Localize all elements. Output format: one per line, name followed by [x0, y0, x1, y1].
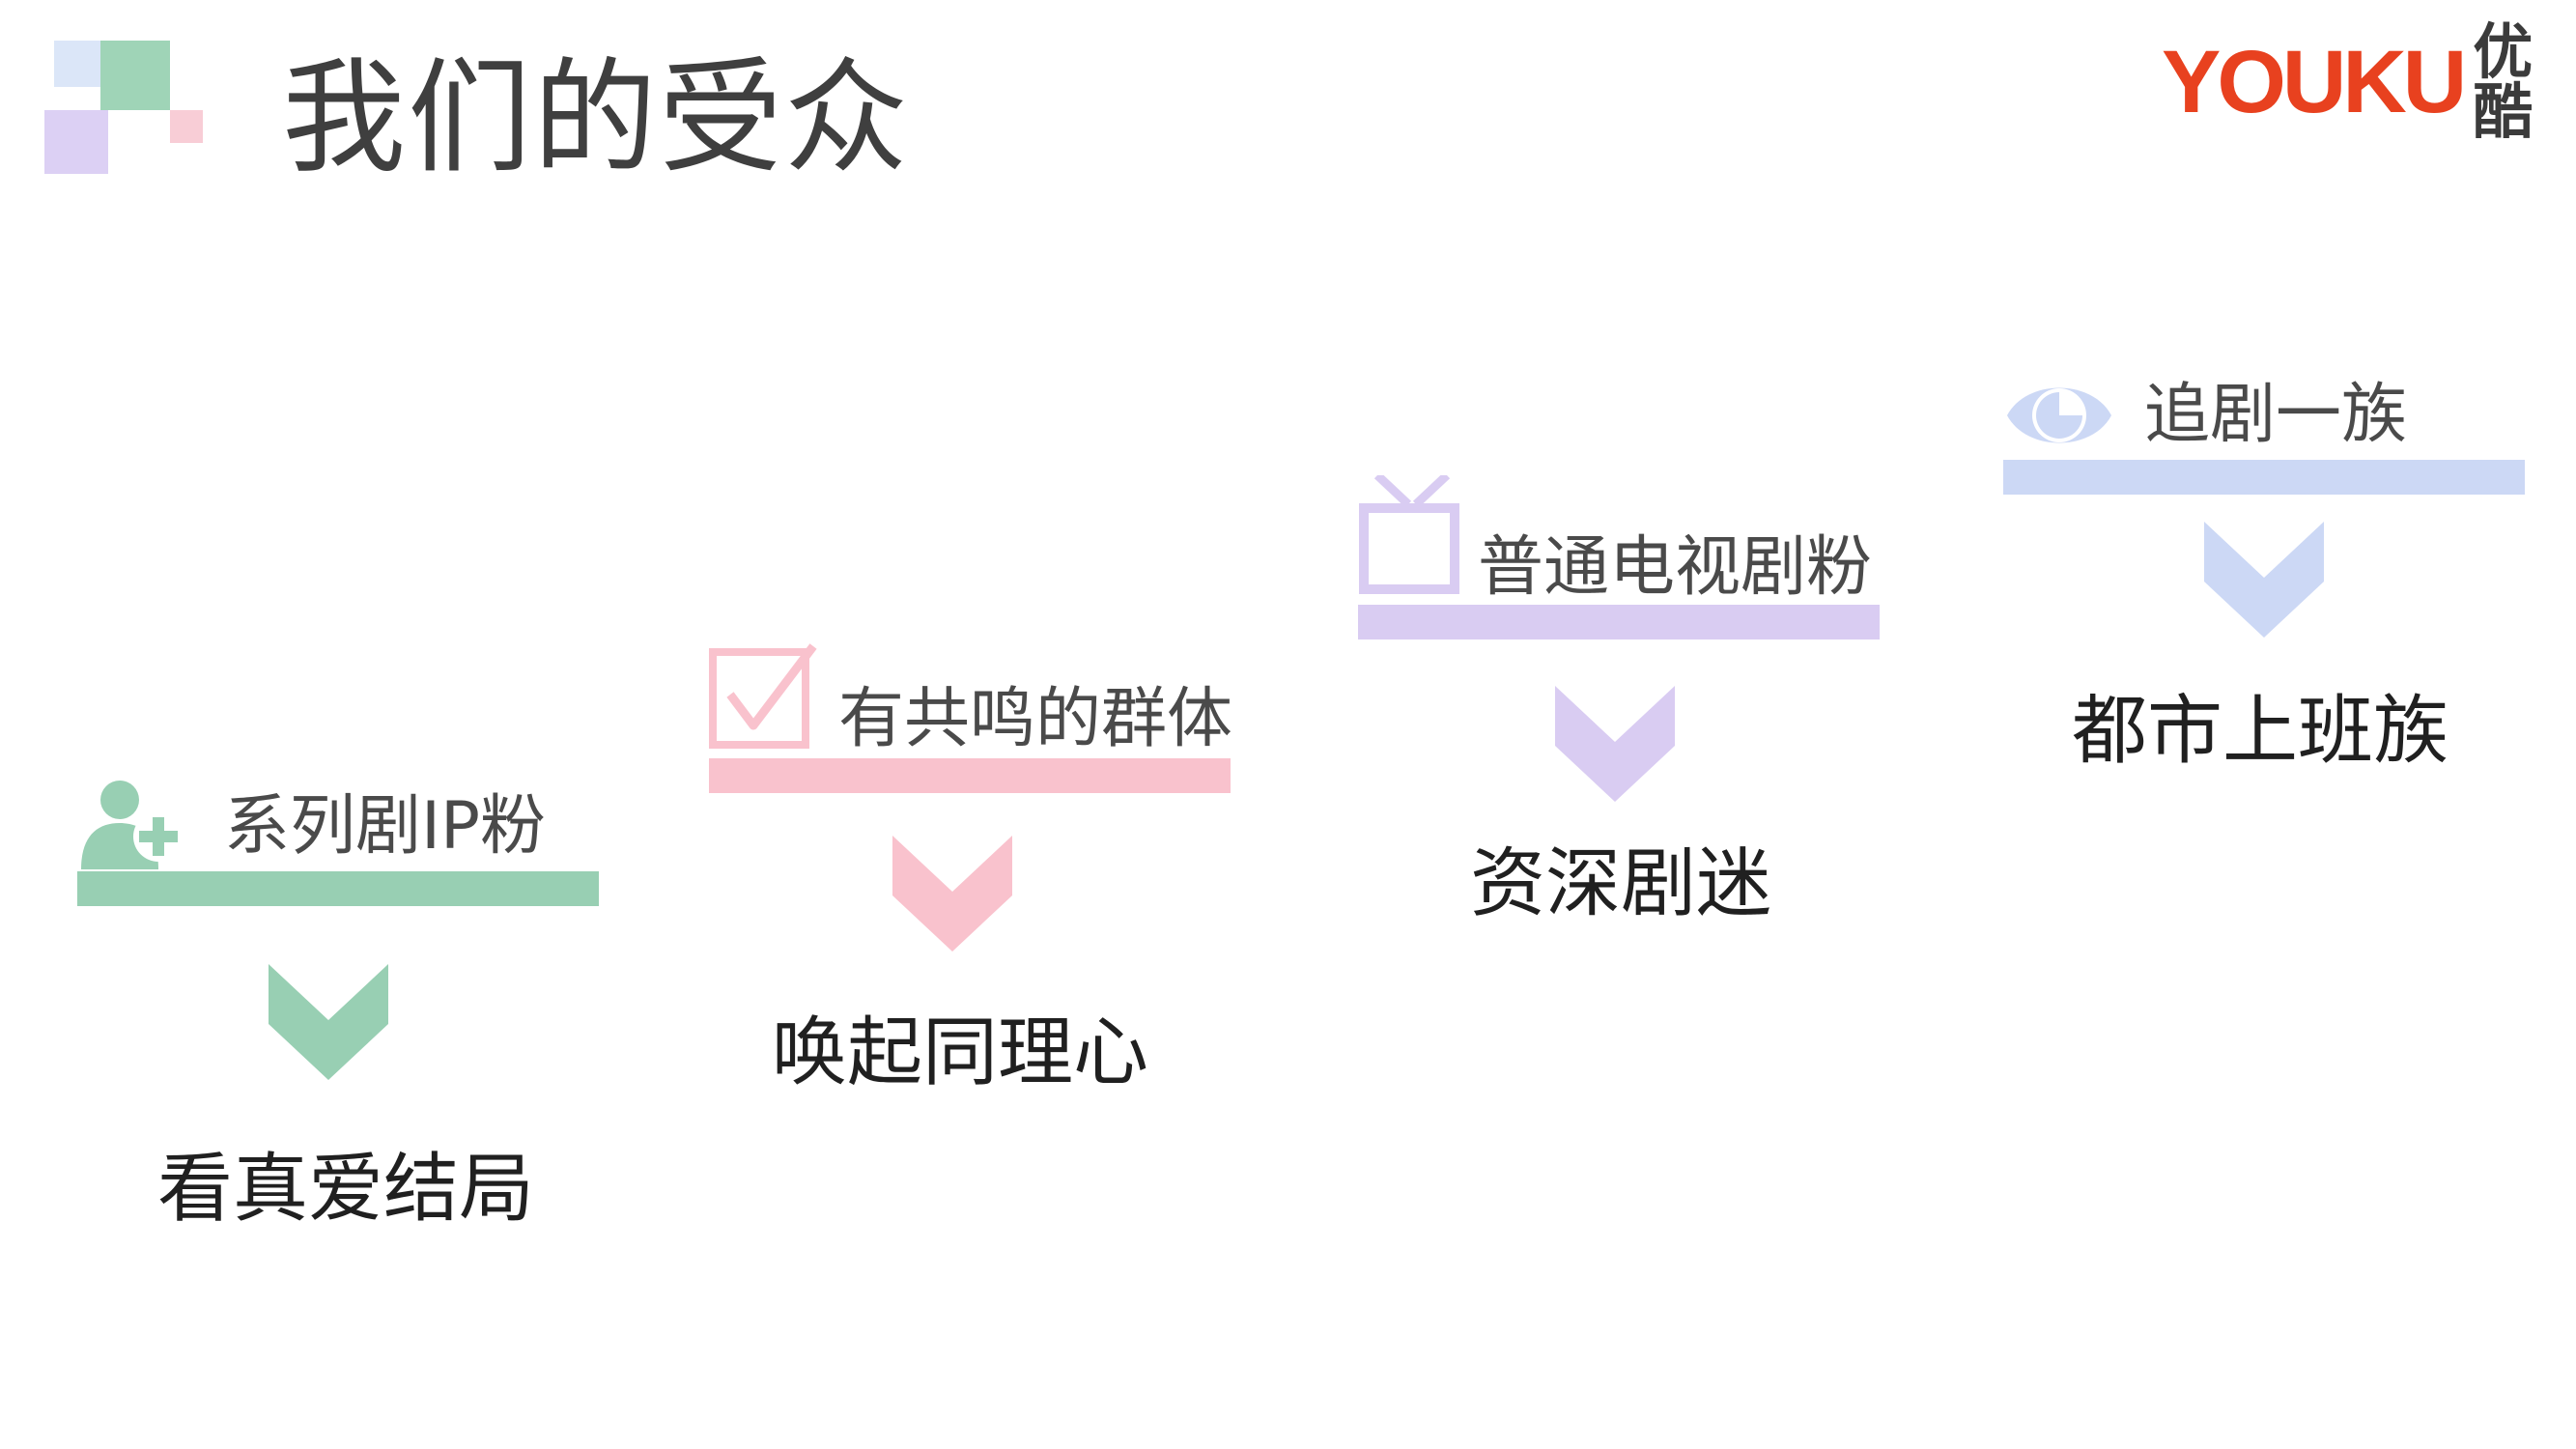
group-outcome: 都市上班族	[2071, 688, 2449, 775]
audience-group-2: 有共鸣的群体 唤起同理心	[709, 642, 1250, 1125]
group-bar	[2003, 460, 2525, 495]
group-outcome: 看真爱结局	[156, 1146, 534, 1233]
group-label: 系列剧IP粉	[224, 788, 547, 865]
audience-group-3: 普通电视剧粉 资深剧迷	[1358, 471, 1899, 939]
decor-square-blue	[54, 41, 102, 87]
audience-group-1: 系列剧IP粉 看真爱结局	[77, 753, 618, 1256]
eye-icon	[2003, 369, 2115, 466]
group-bar	[77, 871, 599, 906]
audience-group-4: 追剧一族 都市上班族	[2003, 369, 2544, 813]
group-bar	[709, 758, 1231, 793]
group-label: 有共鸣的群体	[838, 681, 1233, 757]
page-title: 我们的受众	[282, 46, 911, 190]
add-user-icon	[77, 763, 184, 873]
chevron-down-icon	[892, 836, 1012, 959]
checkbox-icon	[709, 642, 821, 754]
chevron-down-icon	[269, 964, 388, 1088]
decor-square-pink	[170, 110, 203, 143]
youku-logo: YOUKU 优酷	[2162, 22, 2567, 142]
group-outcome: 唤起同理心	[771, 1009, 1148, 1096]
chevron-down-icon	[1555, 686, 1675, 810]
decor-square-green	[100, 41, 170, 110]
logo-latin-text: YOUKU	[2162, 33, 2467, 131]
group-label: 普通电视剧粉	[1478, 529, 1873, 606]
group-label: 追剧一族	[2144, 377, 2408, 453]
group-bar	[1358, 605, 1880, 639]
group-outcome: 资深剧迷	[1469, 840, 1771, 927]
chevron-down-icon	[2204, 522, 2324, 645]
decor-square-purple	[44, 110, 108, 174]
logo-cjk-text: 优酷	[2473, 16, 2534, 147]
tv-icon	[1358, 471, 1462, 605]
